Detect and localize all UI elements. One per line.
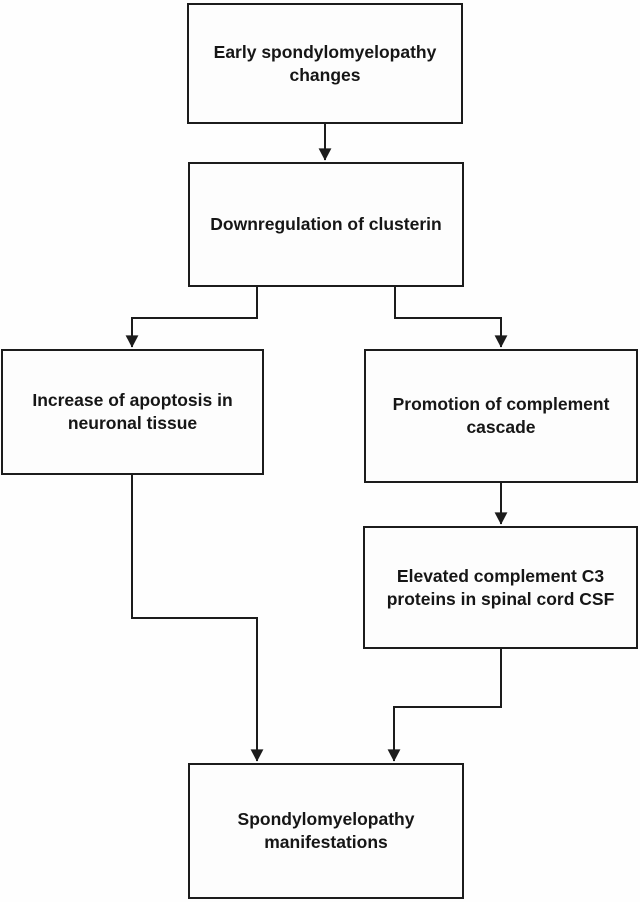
flow-node-c3-elevation-label: Elevated complement C3 proteins in spina… [386, 565, 615, 609]
flow-node-apoptosis-increase: Increase of apoptosis in neuronal tissue [1, 349, 264, 475]
arrow-apoptosis-to-manifestations [131, 475, 264, 762]
flow-node-complement-promotion: Promotion of complement cascade [364, 349, 638, 483]
flow-node-manifestations-label: Spondylomyelopathy manifestations [237, 809, 415, 852]
flow-node-manifestations: Spondylomyelopathy manifestations [188, 763, 464, 899]
flow-node-clusterin-downregulation: Downregulation of clusterin [188, 162, 464, 287]
flow-node-early-changes-label: Early spondylomyelopathy changes [213, 41, 437, 85]
flow-node-apoptosis-increase-label: Increase of apoptosis in neuronal tissue [32, 390, 233, 433]
flow-node-early-changes: Early spondylomyelopathy changes [187, 3, 463, 124]
flow-node-clusterin-downregulation-label: Downregulation of clusterin [210, 214, 442, 234]
arrow-elevated-to-manifestations [387, 649, 502, 762]
arrow-downregulation-to-apoptosis [125, 287, 258, 348]
arrow-downregulation-to-promotion [394, 287, 508, 348]
flow-node-complement-promotion-label: Promotion of complement cascade [392, 394, 610, 437]
flow-node-c3-elevation: Elevated complement C3 proteins in spina… [363, 526, 638, 649]
